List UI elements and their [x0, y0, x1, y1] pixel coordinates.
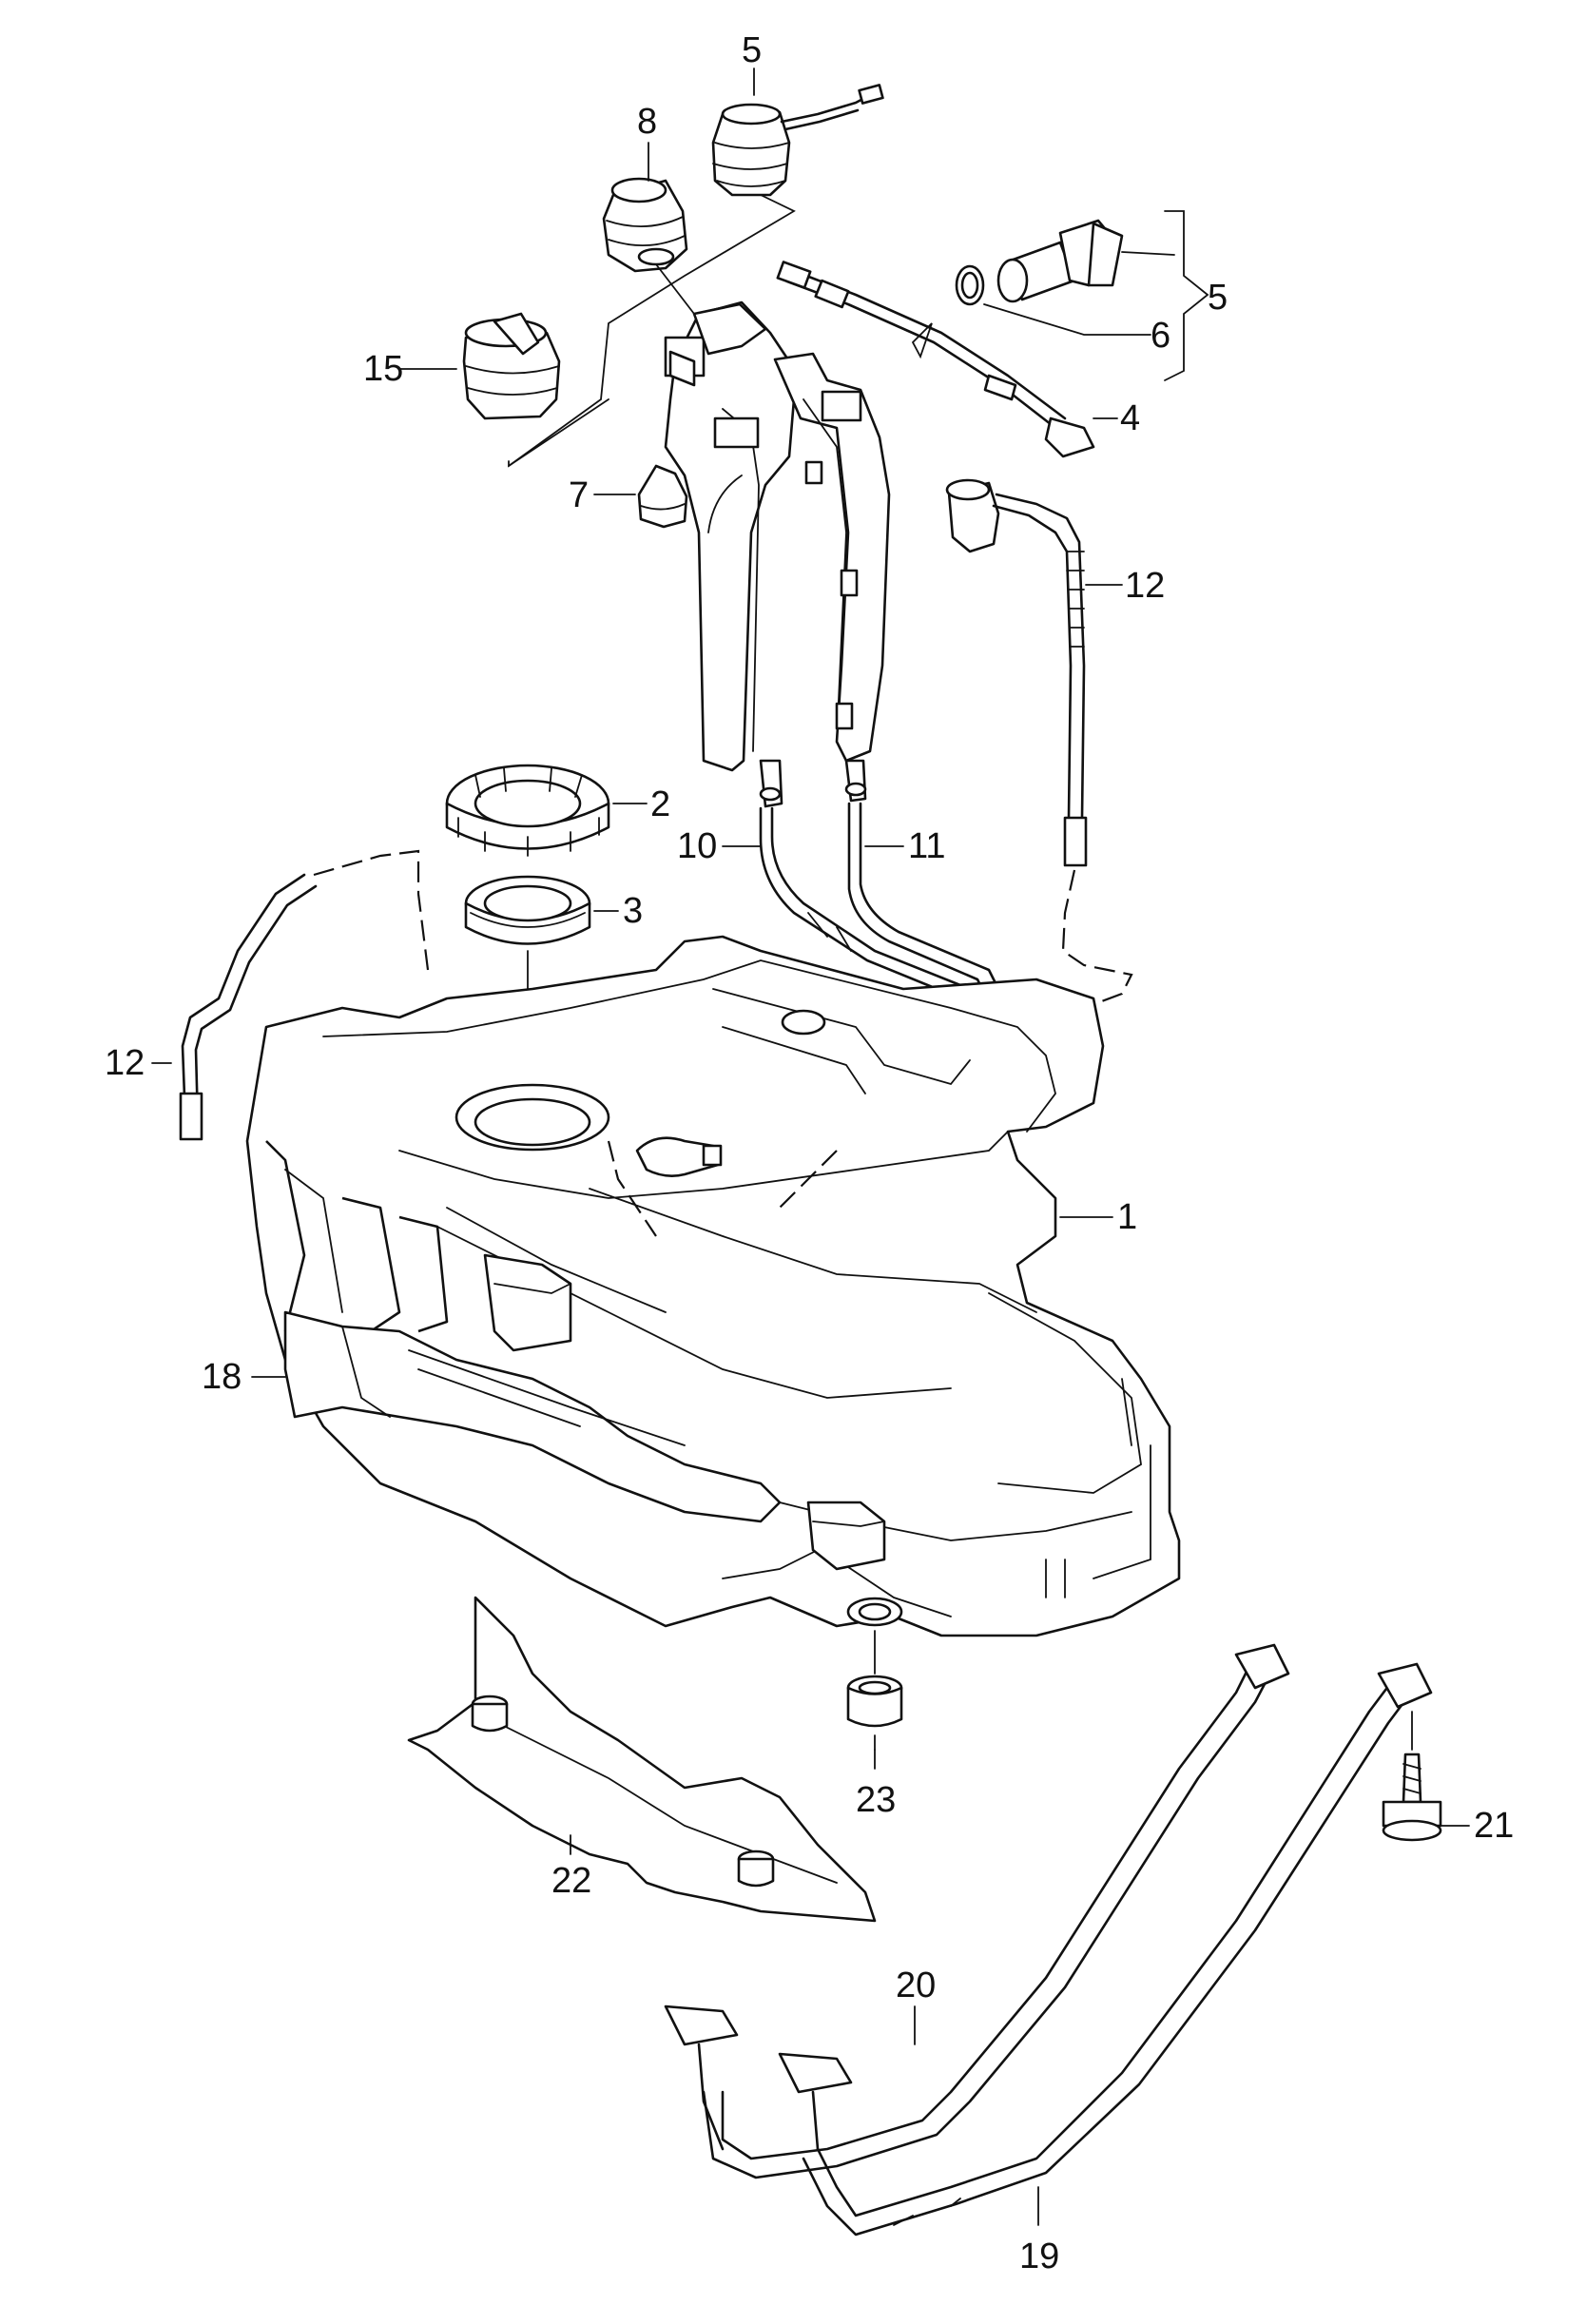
union-nut-drawing [445, 764, 610, 857]
callout-3: 3 [623, 891, 643, 931]
wiring-harness-drawing [776, 261, 1095, 458]
callout-12-right: 12 [1125, 566, 1165, 606]
callout-9: 5 [742, 30, 762, 70]
support-bracket-drawing [407, 1596, 877, 1923]
callout-10: 10 [677, 826, 717, 866]
callout-4: 4 [1120, 398, 1140, 438]
fuel-tank-drawing [245, 935, 1181, 1637]
callout-6: 6 [1151, 316, 1170, 356]
callout-22: 22 [551, 1861, 591, 1901]
vent-line-right-drawing [945, 478, 1133, 1010]
leader-8-to-neck [655, 263, 695, 315]
seal-ring-drawing [464, 875, 591, 945]
callout-19: 19 [1019, 2237, 1059, 2276]
leader-lines [151, 68, 1470, 2226]
vent-line-left-drawing [179, 849, 430, 1141]
callout-7: 7 [569, 475, 589, 515]
bolt-drawing [1382, 1711, 1442, 1842]
callout-1: 1 [1117, 1197, 1137, 1237]
callout-12-left: 12 [105, 1043, 145, 1083]
heat-shield-drawing [283, 1310, 782, 1523]
callout-11: 11 [908, 826, 945, 866]
callout-20: 20 [896, 1966, 936, 2005]
callout-labels: 5 8 5 6 4 15 7 12 2 3 10 11 12 1 18 23 2… [105, 30, 1514, 2276]
breather-valve-8-drawing [602, 177, 688, 273]
filler-neck-drawing [664, 300, 891, 808]
strap-20-drawing [664, 1643, 1290, 2179]
callout-23: 23 [856, 1780, 896, 1820]
strap-19-drawing [778, 1662, 1433, 2237]
rubber-buffer-drawing [846, 1630, 903, 1751]
o-ring-drawing [955, 264, 985, 306]
rubber-cap-drawing [637, 464, 688, 529]
callout-5: 5 [1208, 278, 1228, 318]
gravity-valve-drawing [462, 312, 609, 468]
callout-15: 15 [363, 349, 403, 389]
connector-assembly-drawing [996, 219, 1124, 303]
leader-9-to-neck [508, 194, 796, 467]
breather-valve-9-drawing [711, 84, 884, 197]
callout-21: 21 [1474, 1806, 1514, 1846]
callout-18: 18 [202, 1357, 242, 1397]
callout-8: 8 [637, 102, 657, 142]
callout-2: 2 [650, 784, 670, 824]
